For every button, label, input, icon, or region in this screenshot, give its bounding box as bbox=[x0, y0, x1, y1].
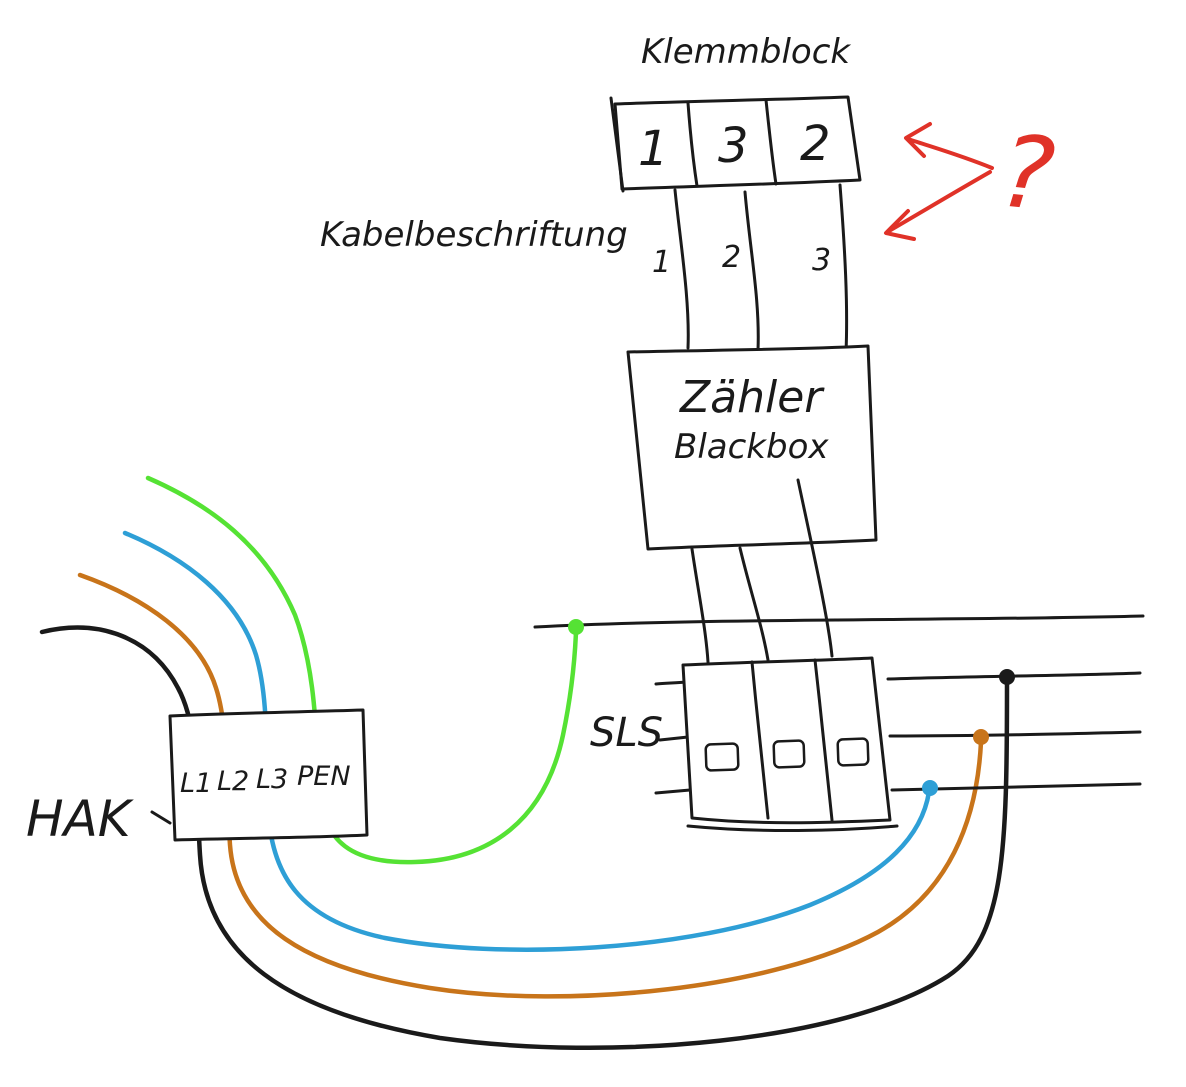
busbar-line-1 bbox=[533, 614, 1145, 629]
cable-label-3: 3 bbox=[812, 243, 831, 278]
klemmblock-box bbox=[613, 95, 862, 191]
busbar-line-3 bbox=[888, 730, 1142, 738]
klemmblock-divider-2 bbox=[764, 98, 778, 186]
hak-terminal-l1: L1 bbox=[180, 768, 212, 799]
klemmblock-wire-1 bbox=[673, 188, 690, 350]
zaehler-box bbox=[626, 344, 878, 551]
zaehler-wire-3 bbox=[796, 478, 834, 658]
sls-switch-handle-1[interactable] bbox=[704, 742, 740, 772]
hak-label: HAK bbox=[26, 790, 135, 848]
klemmblock-wire-3 bbox=[838, 183, 849, 354]
sls-label: SLS bbox=[590, 710, 663, 756]
klemmblock-wire-2 bbox=[743, 190, 760, 352]
red-arrow-upper bbox=[906, 137, 994, 170]
busbar-line-3-left-stub bbox=[658, 735, 690, 742]
blue-wire bbox=[122, 530, 932, 952]
klemmblock-terminal-1: 1 bbox=[638, 121, 669, 177]
zaehler-label-line2: Blackbox bbox=[674, 427, 829, 467]
question-mark: ? bbox=[995, 112, 1060, 234]
red-arrow-lower bbox=[887, 170, 992, 233]
zaehler-wire-1 bbox=[690, 547, 710, 664]
green-wire bbox=[145, 475, 579, 865]
klemmblock-left-tick bbox=[609, 96, 625, 193]
sls-divider-1 bbox=[750, 660, 770, 820]
black-wire bbox=[39, 625, 1010, 1050]
black-dot bbox=[999, 669, 1015, 685]
hak-terminal-l3: L3 bbox=[256, 764, 288, 795]
sls-switch-handle-3[interactable] bbox=[836, 737, 870, 767]
busbar-line-4-left-stub bbox=[654, 788, 692, 795]
sls-bottom-line bbox=[686, 824, 899, 833]
hak-left-tick bbox=[150, 810, 172, 825]
sls-divider-2 bbox=[813, 658, 834, 822]
orange-wire bbox=[77, 572, 984, 999]
cable-label-1: 1 bbox=[652, 245, 671, 280]
klemmblock-label: Klemmblock bbox=[641, 32, 851, 72]
cable-label-2: 2 bbox=[722, 240, 741, 275]
zaehler-wire-2 bbox=[738, 546, 770, 662]
klemmblock-terminal-3: 2 bbox=[800, 116, 831, 172]
busbar-line-2 bbox=[886, 671, 1142, 681]
klemmblock-divider-1 bbox=[686, 101, 699, 188]
hak-box bbox=[168, 708, 369, 842]
busbar-line-2-left-stub bbox=[654, 680, 688, 686]
kabelbeschriftung-label: Kabelbeschriftung bbox=[320, 215, 628, 255]
green-dot bbox=[568, 619, 584, 635]
sls-switch-handle-2[interactable] bbox=[772, 739, 806, 769]
blue-dot bbox=[922, 780, 938, 796]
zaehler-label-line1: Zähler bbox=[679, 372, 825, 423]
red-arrow-lower-head bbox=[884, 209, 916, 241]
orange-dot bbox=[973, 729, 989, 745]
red-arrow-upper-head bbox=[904, 122, 932, 158]
hak-terminal-l2: L2 bbox=[217, 766, 249, 797]
hak-terminal-pen: PEN bbox=[297, 761, 351, 792]
klemmblock-terminal-2: 3 bbox=[718, 118, 749, 174]
